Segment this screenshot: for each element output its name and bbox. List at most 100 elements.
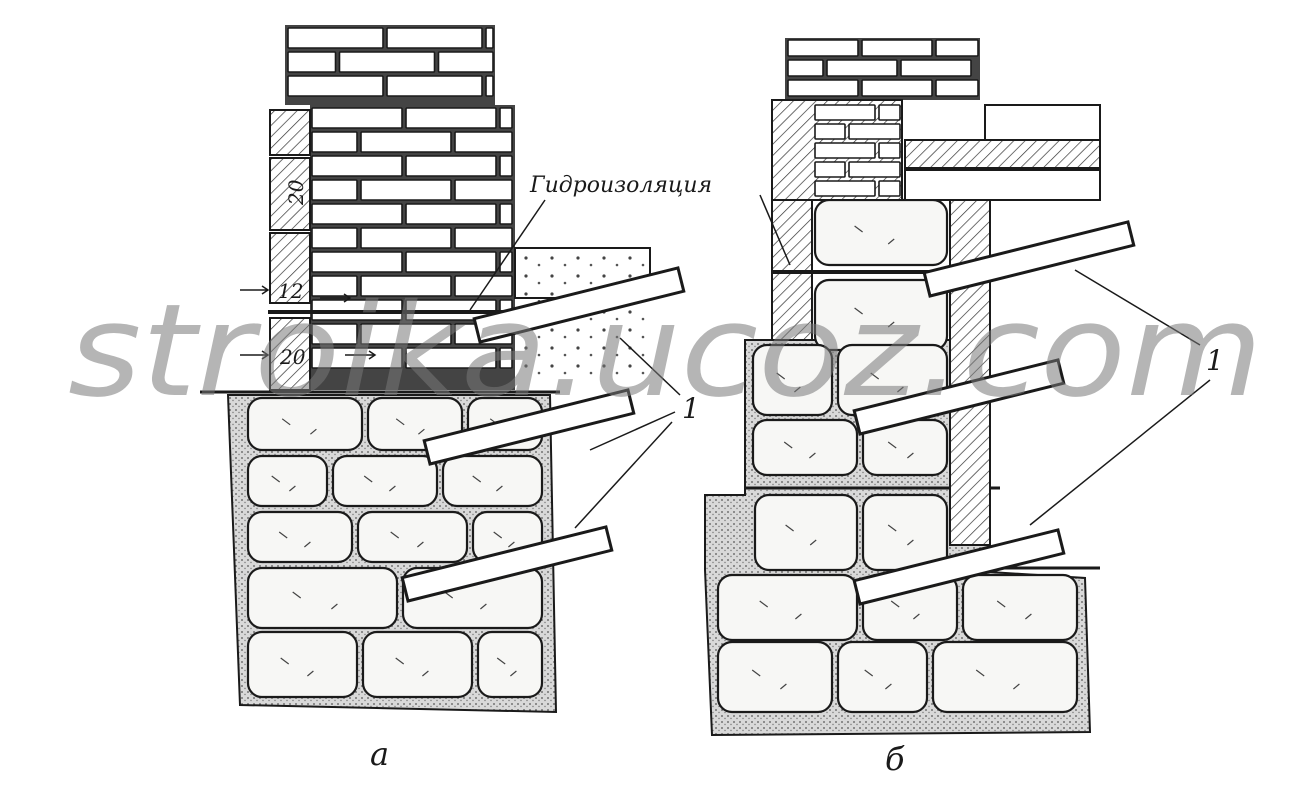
brick <box>311 275 358 297</box>
brick <box>405 107 497 129</box>
brick <box>787 39 859 57</box>
brick <box>405 203 497 225</box>
brick <box>814 180 876 197</box>
rubble-stone <box>753 493 859 572</box>
rubble-stone <box>246 630 359 699</box>
floor-beam-b <box>904 169 1101 201</box>
rubble-stone <box>331 454 439 508</box>
stone-texture <box>292 591 338 610</box>
brick <box>311 323 358 345</box>
brick-courses-a <box>311 107 513 369</box>
dim-20-bottom: 20 <box>279 345 306 369</box>
brick <box>311 179 358 201</box>
callout-bar-b3 <box>852 528 1066 606</box>
upper-brick-courses-a <box>287 27 494 97</box>
stone-texture <box>776 372 801 393</box>
rubble-stone <box>751 343 834 417</box>
stone-texture <box>854 307 895 328</box>
brick <box>878 142 901 159</box>
brick <box>405 155 497 177</box>
watermark: stroika.ucoz.com <box>68 277 1263 426</box>
brick <box>386 27 483 49</box>
upper-brick-courses-b <box>787 39 979 97</box>
leader-a2 <box>589 411 676 451</box>
rubble-stone <box>361 630 474 699</box>
brick <box>360 179 452 201</box>
leader-a1 <box>619 337 681 396</box>
stone-texture <box>493 531 515 548</box>
brick <box>861 39 933 57</box>
stone-texture <box>472 475 503 492</box>
brick <box>787 79 859 97</box>
brick <box>814 161 846 178</box>
callout-number-a: 1 <box>682 392 700 425</box>
dim-arrow-12 <box>240 285 270 295</box>
brick <box>499 347 513 369</box>
rubble-stone <box>931 640 1079 714</box>
brick <box>311 347 403 369</box>
brick <box>935 39 979 57</box>
rubble-stone <box>861 493 949 572</box>
brick <box>861 79 933 97</box>
stone-texture <box>975 669 1020 690</box>
callout-bar-a1 <box>472 266 686 344</box>
brick <box>360 131 452 153</box>
rubble-stone <box>441 454 544 508</box>
rubble-stone <box>716 640 834 714</box>
brick <box>454 131 513 153</box>
stone-texture <box>785 524 817 546</box>
stone-texture <box>280 657 314 677</box>
stone-texture <box>496 657 517 677</box>
brick <box>311 107 403 129</box>
brick <box>878 180 901 197</box>
brick <box>826 59 898 77</box>
brick <box>311 227 358 249</box>
waterproofing-leader-b <box>759 194 791 266</box>
rubble-stone <box>246 566 399 630</box>
leader-b1 <box>1074 269 1201 346</box>
stone-texture <box>870 372 904 393</box>
dim-arrow-12-r <box>320 293 352 303</box>
brick <box>787 59 824 77</box>
rubble-stone <box>751 418 859 477</box>
stone-texture <box>759 600 802 620</box>
brick <box>814 142 876 159</box>
stone-texture <box>854 225 895 245</box>
brick <box>338 51 436 73</box>
rubble-stone <box>356 510 469 564</box>
floor-slab-b <box>904 139 1101 169</box>
facing-block-1 <box>269 109 311 156</box>
callout-bar-b2 <box>852 358 1066 436</box>
brick <box>485 75 494 97</box>
brick <box>437 51 494 73</box>
brick <box>360 227 452 249</box>
stone-texture <box>890 600 920 620</box>
brick <box>499 203 513 225</box>
brick <box>814 123 846 140</box>
brick <box>311 203 403 225</box>
brick <box>360 323 452 345</box>
rubble-stone <box>813 198 949 267</box>
callout-bar-a2 <box>422 388 636 466</box>
figure-a: 20 12 20 Гидроизоляция 1 а <box>200 25 712 773</box>
brick <box>878 104 901 121</box>
stone-texture <box>864 669 892 690</box>
rubble-stone <box>961 573 1079 642</box>
facing-block-4 <box>269 317 311 391</box>
brick <box>454 227 513 249</box>
brick <box>814 104 876 121</box>
caption-b: б <box>885 740 905 778</box>
stone-texture <box>996 600 1032 620</box>
brick <box>848 161 901 178</box>
brick <box>287 27 384 49</box>
stone-texture <box>271 475 296 492</box>
rubble-stone <box>476 630 544 699</box>
brick <box>287 75 384 97</box>
brick <box>405 347 497 369</box>
mid-brick-courses-b <box>814 104 901 197</box>
callout-number-b: 1 <box>1206 344 1224 377</box>
brick <box>360 275 452 297</box>
brick <box>848 123 901 140</box>
